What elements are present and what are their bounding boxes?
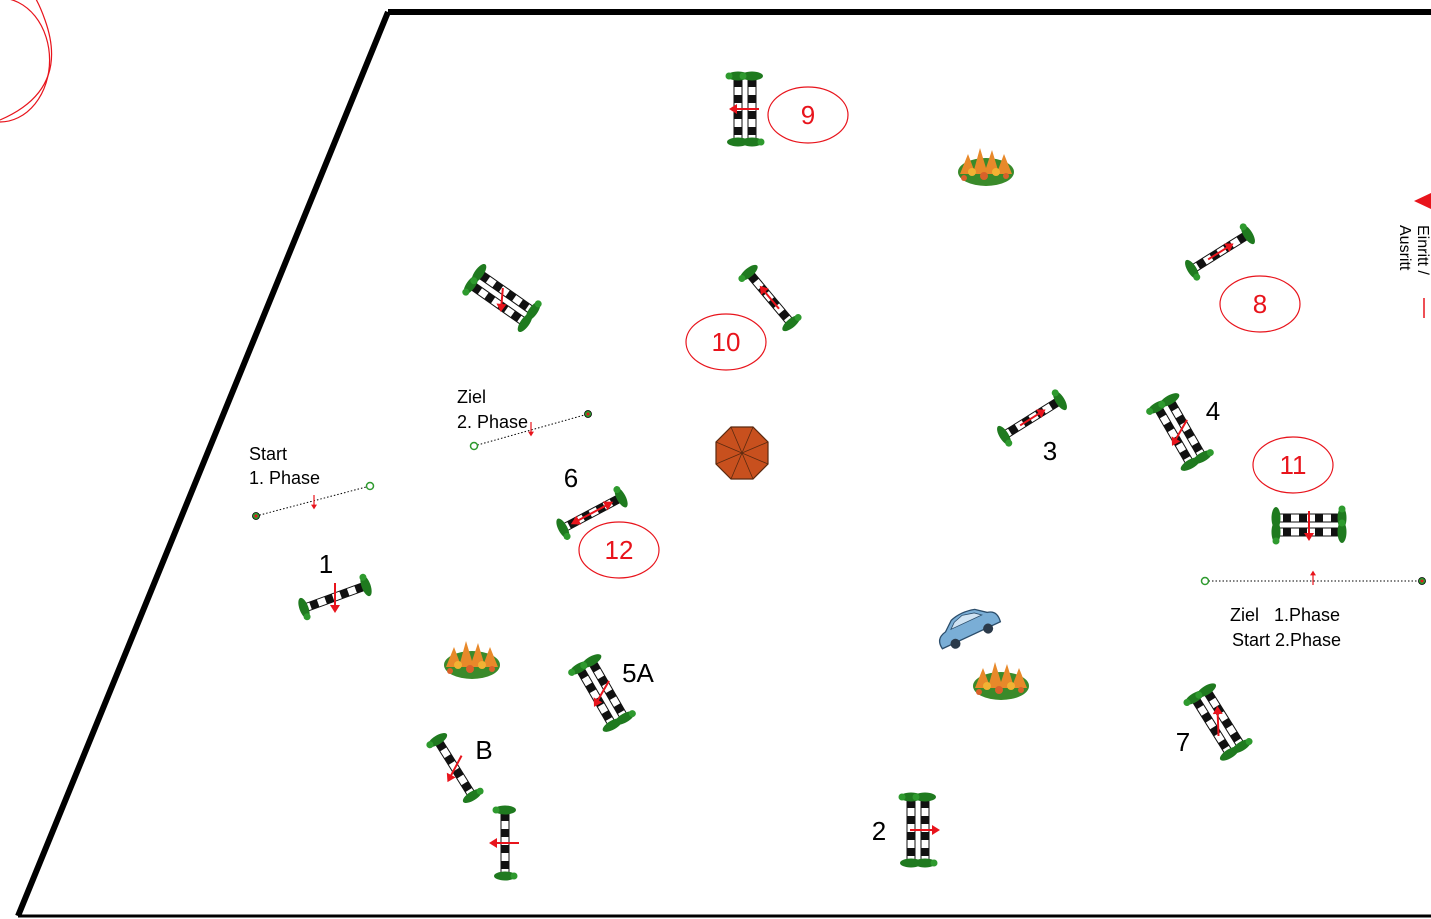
phase2-number-12: 12: [578, 521, 660, 579]
jump-number-4: 4: [1206, 396, 1220, 426]
jump-number-1: 1: [319, 549, 333, 579]
start-phase1-label-line1: Start: [249, 444, 287, 464]
car-icon: [938, 608, 1002, 650]
jump-number-b: B: [475, 735, 492, 765]
gate-label-line1: Einritt /: [1414, 225, 1431, 275]
entry-exit-gate: Einritt / Ausritt: [1396, 193, 1431, 318]
jump-oxer-nw: [460, 261, 544, 336]
flower-bed-icon: [444, 641, 500, 679]
start-phase1-label-line2: 1. Phase: [249, 468, 320, 488]
svg-text:9: 9: [801, 100, 815, 130]
jump-number-3: 3: [1043, 436, 1057, 466]
jump-10: [735, 260, 805, 336]
jump-9: [726, 72, 765, 147]
jump-3: [993, 387, 1071, 449]
svg-text:8: 8: [1253, 289, 1267, 319]
jump-1: [294, 571, 376, 623]
finish-phase2-label-line1: Ziel: [457, 387, 486, 407]
jump-7: [1182, 680, 1255, 764]
corner-circle: [0, 0, 51, 123]
phase2-number-10: 10: [685, 313, 767, 371]
jump-8: [1181, 221, 1259, 283]
jump-2: [899, 793, 941, 868]
arena-boundary: [15, 9, 1431, 918]
start-line-phase1: [252, 481, 375, 520]
jump-number-7: 7: [1176, 727, 1190, 757]
phase2-number-8: 8: [1219, 275, 1301, 333]
jump-number-2: 2: [872, 816, 886, 846]
gate-label-line2: Ausritt: [1396, 225, 1413, 271]
finish-phase1-label: Ziel 1.Phase: [1230, 605, 1340, 625]
finish-line-phase2: [469, 410, 592, 451]
finish-phase2-label-line2: 2. Phase: [457, 412, 528, 432]
flower-bed-icon: [973, 662, 1029, 700]
corner-circle-arc: [0, 0, 53, 121]
umbrella-icon: [715, 426, 769, 480]
start-phase2-label: Start 2.Phase: [1232, 630, 1341, 650]
svg-text:12: 12: [605, 535, 634, 565]
jump-11: [1272, 506, 1347, 545]
svg-text:11: 11: [1280, 450, 1307, 480]
jump-number-6: 6: [564, 463, 578, 493]
jump-b-second: [488, 805, 520, 881]
phase2-number-11: 11: [1252, 436, 1334, 494]
svg-text:10: 10: [712, 327, 741, 357]
flower-bed-icon: [958, 148, 1014, 186]
phase2-number-9: 9: [767, 86, 849, 144]
finish-phase1-start-phase2-line: [1200, 569, 1426, 586]
jump-6: [552, 483, 632, 543]
jump-number-5a: 5A: [622, 658, 654, 688]
